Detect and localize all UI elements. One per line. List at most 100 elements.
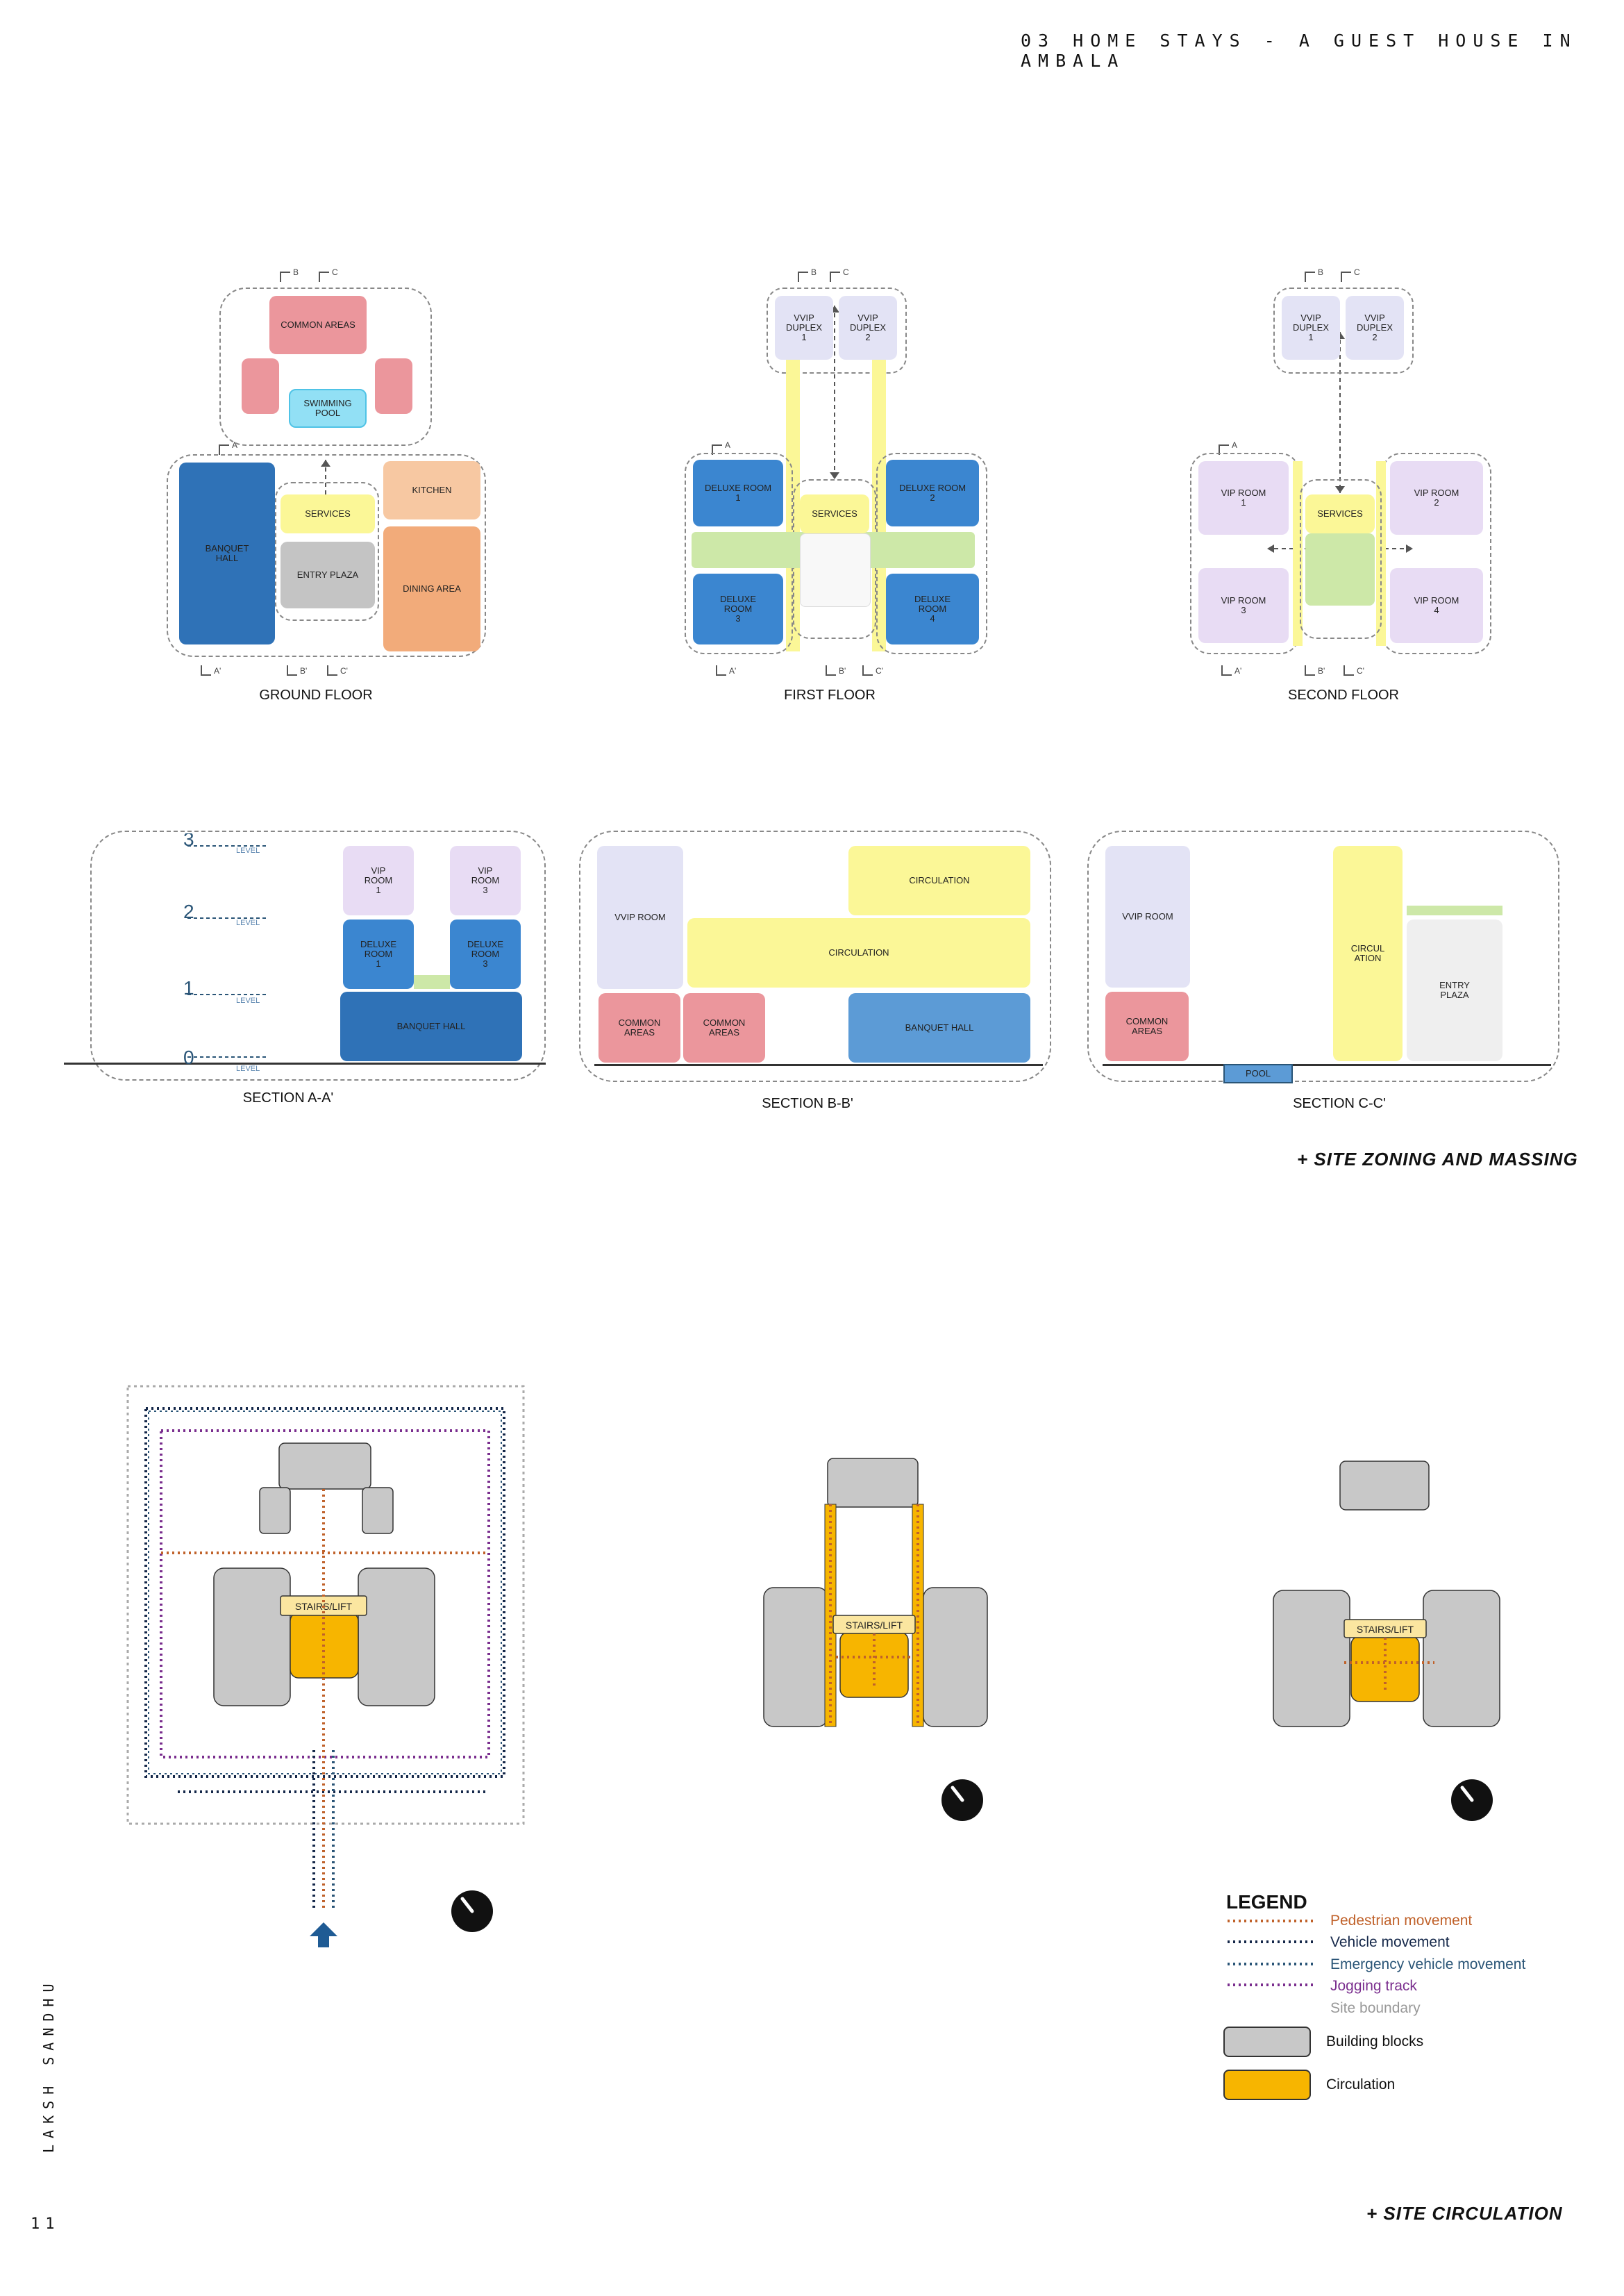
emergency-vehicle-path bbox=[148, 1411, 502, 1774]
gf-caption: GROUND FLOOR bbox=[259, 688, 373, 703]
sf-vip-room-4: VIP ROOM 4 bbox=[1390, 568, 1483, 643]
cc-entry-plaza: ENTRY PLAZA bbox=[1407, 920, 1502, 1061]
legend-title: LEGEND bbox=[1226, 1891, 1307, 1913]
cut-label-b: B bbox=[811, 267, 817, 277]
section-aa-ground-line bbox=[64, 1063, 546, 1065]
level-0-label: 0 bbox=[183, 1047, 194, 1068]
gf-kitchen: KITCHEN bbox=[383, 461, 480, 519]
entry-arrow-icon bbox=[310, 1922, 337, 1947]
building-block bbox=[1339, 1461, 1430, 1511]
cc-pool: POOL bbox=[1223, 1064, 1293, 1083]
level-word: LEVEL bbox=[236, 847, 260, 855]
gf-services: SERVICES bbox=[281, 494, 375, 533]
legend-label-circulation: Circulation bbox=[1326, 2077, 1396, 2093]
ff-upper-zone bbox=[767, 288, 907, 374]
aa-vip-room-3: VIP ROOM 3 bbox=[450, 846, 521, 915]
ff-vvip-duplex-2: VVIP DUPLEX 2 bbox=[839, 296, 897, 360]
sf-vip-room-3: VIP ROOM 3 bbox=[1198, 568, 1289, 643]
bb-vvip-room: VVIP ROOM bbox=[597, 846, 683, 989]
aa-green-link bbox=[414, 975, 450, 989]
section-cc-ground-line bbox=[1103, 1064, 1551, 1066]
ff-center-void bbox=[800, 533, 871, 607]
legend-label-emergency: Emergency vehicle movement bbox=[1330, 1956, 1526, 1972]
legend-label-jogging: Jogging track bbox=[1330, 1978, 1417, 1994]
bb-banquet-hall: BANQUET HALL bbox=[848, 993, 1030, 1063]
gf-common-side-right bbox=[375, 358, 412, 414]
section-aa-caption: SECTION A-A' bbox=[242, 1090, 334, 1106]
building-block bbox=[358, 1567, 435, 1706]
cc-circulation: CIRCUL ATION bbox=[1333, 846, 1403, 1061]
circulation-core bbox=[839, 1631, 909, 1698]
vehicle-path bbox=[144, 1407, 505, 1778]
sf-upper-zone bbox=[1273, 288, 1414, 374]
ff-deluxe-room-3: DELUXE ROOM 3 bbox=[693, 574, 783, 644]
sf-services: SERVICES bbox=[1305, 494, 1375, 533]
cc-green-strip bbox=[1407, 906, 1502, 915]
aa-deluxe-room-1: DELUXE ROOM 1 bbox=[343, 920, 414, 989]
sf-center-zone bbox=[1300, 479, 1382, 639]
legend-label-boundary: Site boundary bbox=[1330, 2000, 1421, 2016]
sf-vip-room-2: VIP ROOM 2 bbox=[1390, 461, 1483, 535]
gf-entry-plaza: ENTRY PLAZA bbox=[281, 542, 375, 608]
site-plan-ground: STAIRS/LIFT bbox=[126, 1385, 525, 1947]
building-block bbox=[362, 1487, 394, 1534]
section-bb-caption: SECTION B-B' bbox=[762, 1096, 853, 1111]
cut-label-c: C bbox=[1354, 267, 1360, 277]
gf-swimming-pool: SWIMMING POOL bbox=[289, 389, 367, 428]
cc-common-areas: COMMON AREAS bbox=[1105, 992, 1189, 1061]
bb-common-areas-2: COMMON AREAS bbox=[683, 993, 765, 1063]
ff-deluxe-room-4: DELUXE ROOM 4 bbox=[886, 574, 979, 644]
ff-caption: FIRST FLOOR bbox=[784, 688, 876, 703]
bb-circulation-top: CIRCULATION bbox=[848, 846, 1030, 915]
section-aa-frame bbox=[90, 831, 546, 1081]
level-word: LEVEL bbox=[236, 997, 260, 1005]
cut-label-c2: C' bbox=[340, 666, 348, 676]
sf-vvip-duplex-1: VVIP DUPLEX 1 bbox=[1282, 296, 1340, 360]
gf-banquet-hall: BANQUET HALL bbox=[179, 463, 275, 644]
level-word: LEVEL bbox=[236, 1065, 260, 1073]
sf-vip-room-1: VIP ROOM 1 bbox=[1198, 461, 1289, 535]
gf-common-areas: COMMON AREAS bbox=[269, 296, 367, 354]
building-block bbox=[763, 1587, 828, 1727]
cut-label-c2: C' bbox=[1357, 666, 1364, 676]
cut-label-a2: A' bbox=[214, 666, 221, 676]
cut-label-a: A bbox=[1232, 440, 1237, 450]
sf-caption: SECOND FLOOR bbox=[1287, 688, 1400, 703]
stairs-lift-label: STAIRS/LIFT bbox=[1357, 1624, 1414, 1635]
site-plan-second: STAIRS/LIFT bbox=[1273, 1461, 1500, 1821]
gf-common-side-left bbox=[242, 358, 279, 414]
cut-label-b2: B' bbox=[839, 666, 846, 676]
building-block bbox=[213, 1567, 291, 1706]
circulation-diagram-svg: STAIRS/LIFT STAIRS/LIFT bbox=[126, 1385, 1500, 1986]
cut-label-c2: C' bbox=[876, 666, 883, 676]
section-cut-markers bbox=[201, 272, 1354, 676]
cut-label-a: A bbox=[232, 440, 237, 450]
circulation-heading: + SITE CIRCULATION bbox=[1366, 2203, 1563, 2224]
gf-upper-zone bbox=[219, 288, 432, 446]
aa-vip-room-1: VIP ROOM 1 bbox=[343, 846, 414, 915]
circulation-core bbox=[1350, 1636, 1420, 1702]
legend-label-vehicle: Vehicle movement bbox=[1330, 1934, 1450, 1950]
site-boundary-line bbox=[126, 1385, 525, 1825]
aa-deluxe-room-3: DELUXE ROOM 3 bbox=[450, 920, 521, 989]
level-1-label: 1 bbox=[183, 977, 194, 999]
ff-deluxe-room-1: DELUXE ROOM 1 bbox=[693, 460, 783, 526]
cut-label-b: B bbox=[1318, 267, 1323, 277]
page-number: 11 bbox=[31, 2215, 60, 2233]
section-cc-frame bbox=[1087, 831, 1559, 1082]
gf-dining-area: DINING AREA bbox=[383, 526, 480, 651]
ff-deluxe-room-2: DELUXE ROOM 2 bbox=[886, 460, 979, 526]
ff-services: SERVICES bbox=[800, 494, 869, 533]
zoning-heading: + SITE ZONING AND MASSING bbox=[1297, 1149, 1578, 1170]
legend-swatch-building bbox=[1223, 2027, 1311, 2057]
cut-label-c: C bbox=[843, 267, 849, 277]
section-cc-caption: SECTION C-C' bbox=[1293, 1096, 1386, 1111]
legend-label-building: Building blocks bbox=[1326, 2033, 1424, 2049]
cut-label-b2: B' bbox=[1318, 666, 1325, 676]
level-2-label: 2 bbox=[183, 901, 194, 922]
stairs-lift-label: STAIRS/LIFT bbox=[846, 1620, 903, 1631]
gf-services-zone bbox=[275, 482, 379, 621]
page-header-title: 03 HOME STAYS - A GUEST HOUSE IN AMBALA bbox=[1021, 31, 1577, 71]
bb-common-areas-1: COMMON AREAS bbox=[598, 993, 680, 1063]
